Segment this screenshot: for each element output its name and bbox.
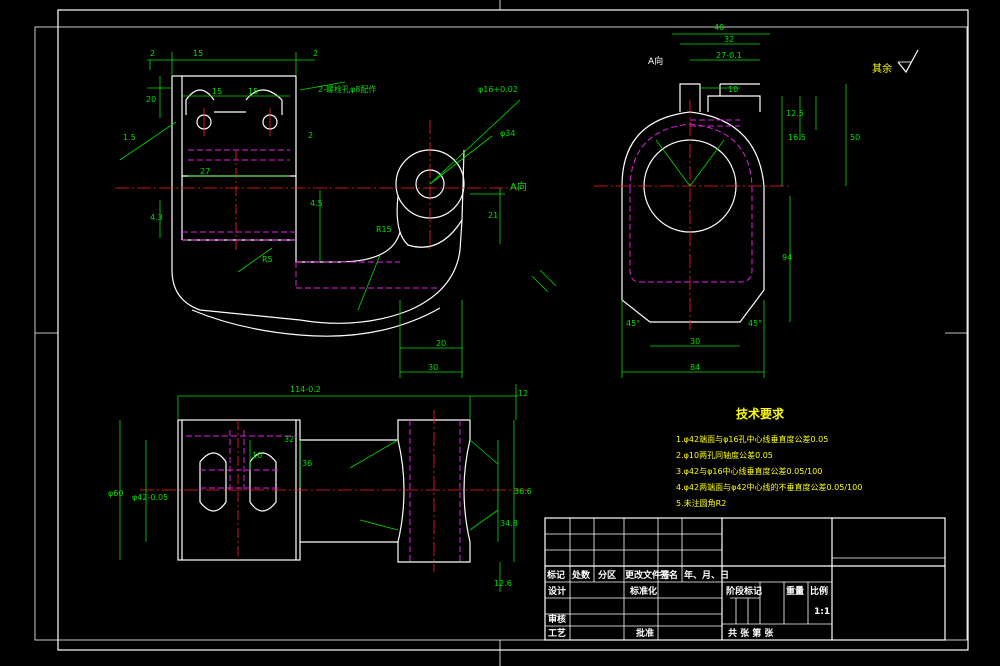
tb-date: 年、月、日 [684, 569, 729, 581]
dim-4-5: 4.5 [310, 199, 323, 208]
dim-32b: 32 [284, 435, 294, 444]
dim-27: 27 [200, 167, 210, 176]
dim-36: 36 [302, 459, 312, 468]
tb-marks: 标记 [546, 569, 565, 581]
dim-94: 94 [782, 253, 792, 262]
dim-16-5: 16.5 [788, 133, 806, 142]
dim-2a: 2 [150, 49, 155, 58]
requirements-title: 技术要求 [736, 406, 785, 421]
dim-10: 10 [728, 85, 738, 94]
dim-12-6: 12.6 [494, 579, 512, 588]
dim-10b: 10 [252, 451, 262, 460]
tb-count: 处数 [571, 569, 591, 581]
dim-r15: R15 [376, 225, 392, 234]
tb-sign: 签名 [659, 569, 678, 581]
dim-phi16: φ16+0.02 [478, 85, 518, 94]
tb-scale: 比例 [810, 585, 828, 597]
inner-frame [57, 9, 969, 651]
dim-21: 21 [488, 211, 498, 220]
outer-frame [34, 26, 968, 641]
dim-15c: 15 [248, 87, 258, 96]
tb-weight: 重量 [786, 585, 804, 597]
dim-phi42: φ42-0.05 [132, 493, 168, 502]
tb-stage-mark: 阶段标记 [726, 585, 762, 597]
front-view-direction-label: A向 [510, 180, 527, 193]
dim-27b: 27-0.1 [716, 51, 742, 60]
dim-4-3: 4.3 [150, 213, 163, 222]
dim-20b: 20 [436, 339, 446, 348]
dim-r5: R5 [262, 255, 273, 264]
side-view-label: A向 [648, 55, 663, 67]
requirement-2: 2.φ10两孔同轴度公差0.05 [676, 450, 773, 460]
angle-45-right: 45° [748, 319, 762, 328]
tb-review: 审核 [548, 613, 566, 625]
tb-standardize: 标准化 [629, 585, 657, 597]
dim-phi34: φ34 [500, 129, 515, 138]
dim-12-5: 12.5 [786, 109, 804, 118]
dim-15b: 15 [212, 87, 222, 96]
front-view: 2 15 2 15 15 20 27 2-螺栓孔φ8配作 1.5 4.3 4.5… [115, 49, 557, 378]
dim-phi60: φ60 [108, 489, 123, 498]
dim-15a: 15 [193, 49, 203, 58]
requirement-3: 3.φ42与φ16中心线垂直度公差0.05/100 [676, 466, 822, 476]
dim-20: 20 [146, 95, 156, 104]
tb-docno: 更改文件号 [625, 569, 670, 581]
surface-finish-note: 其余 [872, 62, 892, 75]
dim-30b: 30 [428, 363, 438, 372]
tb-process: 工艺 [548, 627, 566, 639]
side-view-a: A向 40 32 27-0.1 10 12.5 16.5 50 9 [594, 23, 919, 378]
tb-zone: 分区 [598, 569, 616, 581]
tb-approve: 批准 [636, 627, 654, 639]
dim-1-5: 1.5 [123, 133, 136, 142]
dim-84: 84 [690, 363, 700, 372]
dim-30c: 30 [690, 337, 700, 346]
technical-requirements: 技术要求 1.φ42端面与φ16孔中心线垂直度公差0.05 2.φ10两孔同轴度… [676, 406, 862, 508]
dim-2b: 2 [313, 49, 318, 58]
dim-114: 114-0.2 [290, 385, 321, 394]
bottom-view: 114-0.2 12 φ60 φ42-0.05 10 36 34.8 36.6 … [108, 384, 532, 592]
tb-design: 设计 [548, 585, 566, 597]
dim-36-6: 36.6 [514, 487, 532, 496]
surface-finish-icon [897, 49, 919, 74]
dim-50: 50 [850, 133, 860, 142]
tb-scale-value: 1:1 [814, 607, 830, 617]
title-block: 标记 处数 分区 更改文件号 签名 年、月、日 设计 标准化 审核 工艺 批准 … [544, 517, 946, 641]
requirement-5: 5.未注圆角R2 [676, 498, 726, 508]
tb-sheets: 共 张 第 张 [728, 627, 774, 639]
requirement-1: 1.φ42端面与φ16孔中心线垂直度公差0.05 [676, 434, 828, 444]
dim-2-r: 2 [308, 131, 313, 140]
dim-12: 12 [518, 389, 528, 398]
dim-32: 32 [724, 35, 734, 44]
dim-40: 40 [714, 23, 724, 32]
requirement-4: 4.φ42两端面与φ42中心线的不垂直度公差0.05/100 [676, 482, 862, 492]
angle-45-left: 45° [626, 319, 640, 328]
dim-34-8: 34.8 [500, 519, 518, 528]
hole-note: 2-螺栓孔φ8配作 [318, 84, 376, 94]
